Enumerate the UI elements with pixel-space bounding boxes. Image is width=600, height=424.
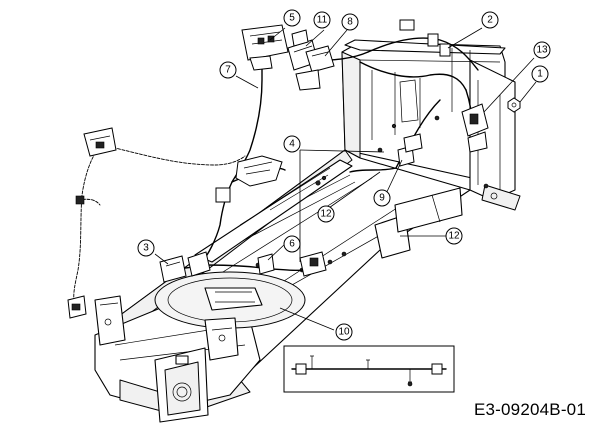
svg-text:4: 4 [289,139,295,150]
inset-box [283,345,455,393]
callout-5: 5 [283,9,301,27]
callout-3: 3 [137,239,155,257]
components [67,19,521,319]
svg-text:5: 5 [289,13,295,24]
callout-2: 2 [481,11,499,29]
callout-1: 1 [531,65,549,83]
callout-4: 4 [283,135,301,153]
svg-text:11: 11 [317,15,328,26]
connector-5 [241,24,289,71]
brake-switch [257,251,327,277]
left-connector [83,127,117,157]
sensor-9 [397,133,423,167]
front-left-plug [67,195,87,319]
drawing-code: E3-09204B-01 [473,400,586,419]
plug-2 [399,19,451,57]
chassis-frame [94,39,521,423]
svg-text:9: 9 [379,193,385,204]
svg-text:12: 12 [320,209,332,220]
callout-13: 13 [533,41,551,59]
callout-9: 9 [373,189,391,207]
callouts: 1 2 3 4 5 6 7 8 [137,9,551,341]
svg-text:1: 1 [537,69,543,80]
svg-text:13: 13 [536,45,548,56]
switch-13 [461,103,489,153]
svg-text:3: 3 [143,243,149,254]
svg-text:2: 2 [487,15,493,26]
svg-text:7: 7 [225,65,231,76]
callout-12a: 12 [317,205,335,223]
callout-11: 11 [313,11,331,29]
seat-switch-connector [215,155,283,203]
nut-1 [507,97,521,113]
callout-10: 10 [335,323,353,341]
svg-text:6: 6 [289,239,295,250]
svg-text:8: 8 [347,17,353,28]
callout-7: 7 [219,61,237,79]
callout-8: 8 [341,13,359,31]
svg-text:10: 10 [338,327,350,338]
callout-6: 6 [283,235,301,253]
relay-8 [295,45,335,91]
svg-text:12: 12 [448,231,460,242]
callout-12b: 12 [445,227,463,245]
